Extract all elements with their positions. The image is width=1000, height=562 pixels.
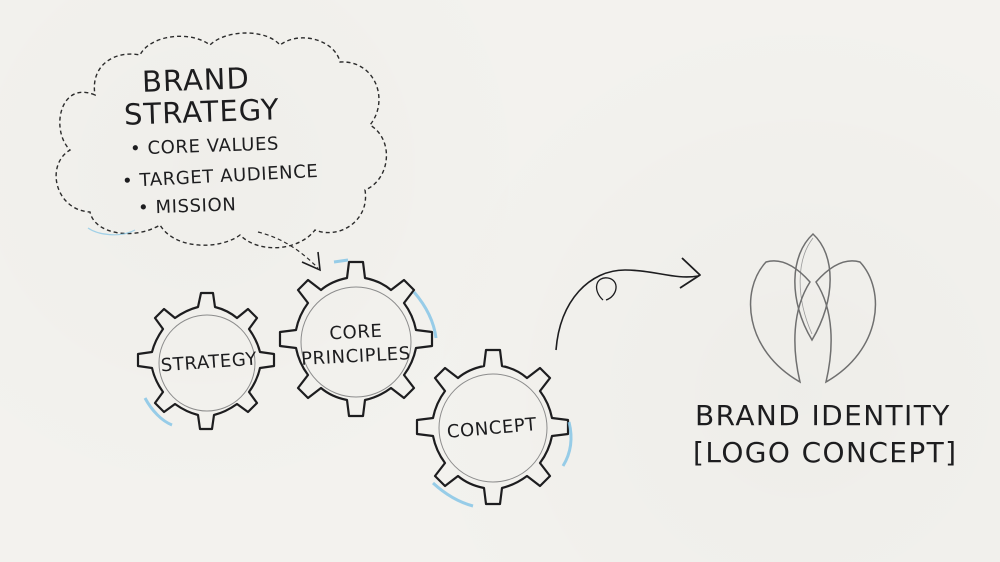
- curved-arrow-icon: [555, 257, 701, 351]
- cloud-title-line1: BRAND: [141, 61, 251, 99]
- thought-cloud-icon: [55, 32, 387, 272]
- gear-concept-icon: [415, 348, 573, 508]
- gear-core-principles-icon: [278, 258, 438, 418]
- brand-identity-title: BRAND IDENTITY: [695, 399, 951, 432]
- cloud-bullet-mission: • MISSION: [137, 194, 237, 219]
- gear-strategy-icon: [136, 291, 276, 431]
- logo-concept-subtitle: [LOGO CONCEPT]: [693, 436, 958, 469]
- logo-sketch-icon: [749, 232, 877, 384]
- cloud-title-line2: STRATEGY: [123, 92, 281, 132]
- cloud-bullet-core-values: • CORE VALUES: [129, 133, 280, 160]
